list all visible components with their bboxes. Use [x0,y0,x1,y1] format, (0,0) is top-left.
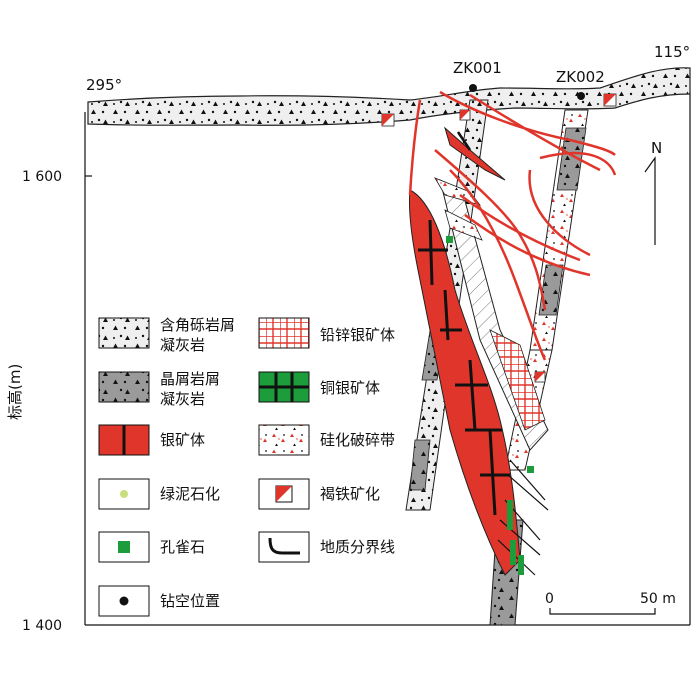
legend-icon-silicified-fracture-zone [258,424,310,456]
elevation-1400: 1 400 [22,618,62,634]
legend-label: 地质分界线 [320,538,395,556]
legend-label: 褐铁矿化 [320,485,380,503]
limonite-marks [381,93,617,383]
malachite-mark-1 [446,236,453,243]
malachite-square-icon [118,541,130,553]
thin-lens-1 [434,177,482,206]
y-axis-label: 标高(m) [6,364,24,420]
drill-hole-zk001 [469,84,477,92]
north-label: N [651,139,662,157]
silver-orebody-bars [418,219,510,516]
legend-label: 银矿体 [160,431,205,449]
cu-ag-vein-fill [507,500,524,575]
legend-label: 绿泥石化 [160,485,220,503]
legend-label: 凝灰岩 [160,336,205,354]
legend-label: 铅锌银矿体 [320,326,395,344]
boundary-line-icon [268,537,300,555]
drill-hole-zk002 [577,92,585,100]
legend-icon-pb-zn-ag-orebody [258,317,310,349]
legend-icon-limonitization [258,478,310,510]
legend-label: 钻空位置 [160,592,220,610]
legend-icon-breccia-tuff [98,317,150,349]
legend-label: 孔雀石 [160,538,205,556]
limonite-triangle-icon [276,486,292,502]
pbznag-zone-1 [489,329,546,431]
legend-label: 含角砾岩屑 [160,316,235,334]
fault-curves [408,90,617,361]
legend: 含角砾岩屑 凝灰岩 晶屑岩屑 凝灰岩 银矿体 绿泥石化 孔雀石 钻空位置 铅锌银… [98,316,395,617]
scale-zero: 0 [545,591,554,607]
legend-icon-boundary-line [258,531,310,563]
borehole-label-zk002: ZK002 [556,68,605,86]
surface-tuff-band [87,67,691,126]
scale-end: 50 m [640,591,676,607]
north-arrow-icon [644,156,656,245]
legend-label: 硅化破碎带 [320,431,395,449]
thin-lens-2 [444,209,483,241]
zk001-crystal-zone-2 [409,439,431,491]
elevation-1600: 1 600 [22,169,62,185]
azimuth-left: 295° [86,76,122,94]
scale-bar [549,608,656,615]
cu-ag-veins [497,459,549,576]
silver-lens-bar [456,131,472,151]
malachite-mark-2 [527,466,534,473]
drill-hole-dot-icon [119,596,129,606]
silver-lens-top [444,126,506,181]
legend-label: 铜银矿体 [320,379,380,397]
legend-label: 晶屑岩屑 [160,370,220,388]
legend-icon-crystal-tuff [98,371,150,403]
cu-ag-grid-icon [259,372,309,402]
legend-label: 凝灰岩 [160,390,205,408]
borehole-label-zk001: ZK001 [453,59,502,77]
azimuth-right: 115° [654,43,690,61]
chlorite-dot-icon [120,490,128,498]
